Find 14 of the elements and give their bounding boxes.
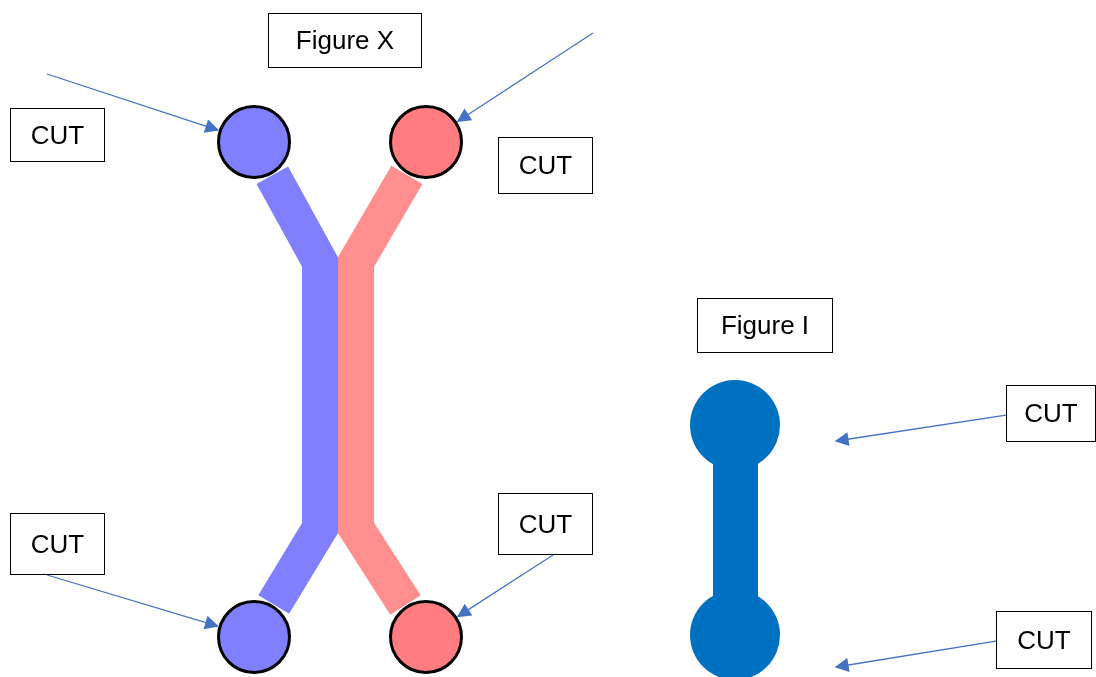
- leader-arrow: [834, 640, 997, 672]
- leader-arrow: [46, 73, 220, 133]
- leader-arrow: [834, 414, 1007, 447]
- label-box: CUT: [10, 513, 105, 575]
- label-box: CUT: [498, 137, 593, 194]
- leader-arrow: [46, 574, 219, 630]
- label-box: CUT: [996, 611, 1092, 669]
- label-box: CUT: [10, 108, 105, 162]
- leader-arrow: [456, 554, 554, 618]
- label-box: CUT: [498, 493, 593, 555]
- leader-arrow: [456, 32, 594, 122]
- label-box: CUT: [1006, 385, 1096, 442]
- label-box: Figure I: [697, 298, 833, 353]
- label-box: Figure X: [268, 13, 422, 68]
